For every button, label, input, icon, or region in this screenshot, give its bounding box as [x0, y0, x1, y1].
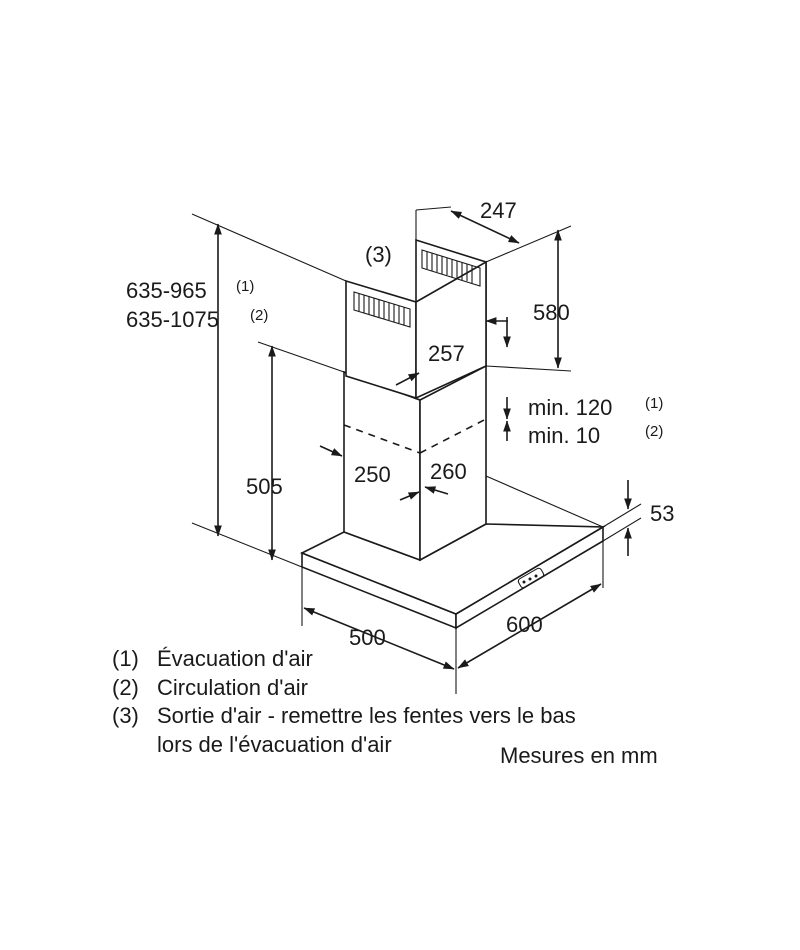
total-height-2-note: (2) [250, 307, 268, 324]
legend-text: Sortie d'air - remettre les fentes vers … [157, 703, 576, 728]
overlap-1-label: min. 120 [528, 395, 612, 420]
canopy-depth-arrow [303, 607, 455, 670]
lower-height-label: 505 [246, 474, 283, 499]
legend-text: Évacuation d'air [157, 646, 313, 671]
legend: (1) Évacuation d'air (2) Circulation d'a… [112, 645, 576, 759]
lower-chimney [343, 364, 487, 562]
overlap-2-label: min. 10 [528, 423, 600, 448]
dimension-lines [191, 206, 642, 694]
total-height-2-label: 635-1075 [126, 307, 219, 332]
canopy-height-label: 53 [650, 501, 674, 526]
legend-item: (3) Sortie d'air - remettre les fentes v… [112, 702, 576, 731]
chimney-height-label: 580 [533, 300, 570, 325]
lower-depth-label: 260 [430, 459, 467, 484]
legend-number: (1) [112, 646, 139, 671]
lower-chimney-side-face [419, 364, 487, 562]
overlap-1-note: (1) [645, 395, 663, 412]
canopy-depth-label: 500 [349, 625, 386, 650]
top-depth-arrow [450, 210, 520, 244]
overlap-2-note: (2) [645, 423, 663, 440]
total-height-1-note: (1) [236, 278, 254, 295]
canopy-width-arrow [457, 583, 602, 669]
vent-slots-icon [353, 249, 481, 328]
legend-number: (2) [112, 674, 139, 700]
outlet-note-label: (3) [365, 242, 392, 267]
legend-number: (3) [112, 703, 139, 728]
overlap-dashed-line [343, 424, 421, 454]
units-note: Mesures en mm [500, 743, 658, 768]
control-panel [517, 567, 545, 589]
total-height-1-label: 635-965 [126, 278, 207, 303]
legend-text: Circulation d'air [157, 674, 308, 700]
legend-continuation: lors de l'évacuation d'air [157, 731, 392, 757]
top-depth-label: 247 [480, 198, 517, 223]
canopy-width-label: 600 [506, 612, 543, 637]
legend-item: (2) Circulation d'air [112, 674, 576, 703]
upper-chimney [345, 238, 487, 400]
lower-width-label: 250 [354, 462, 391, 487]
upper-width-label: 257 [428, 341, 465, 366]
legend-item: (1) Évacuation d'air [112, 645, 576, 674]
